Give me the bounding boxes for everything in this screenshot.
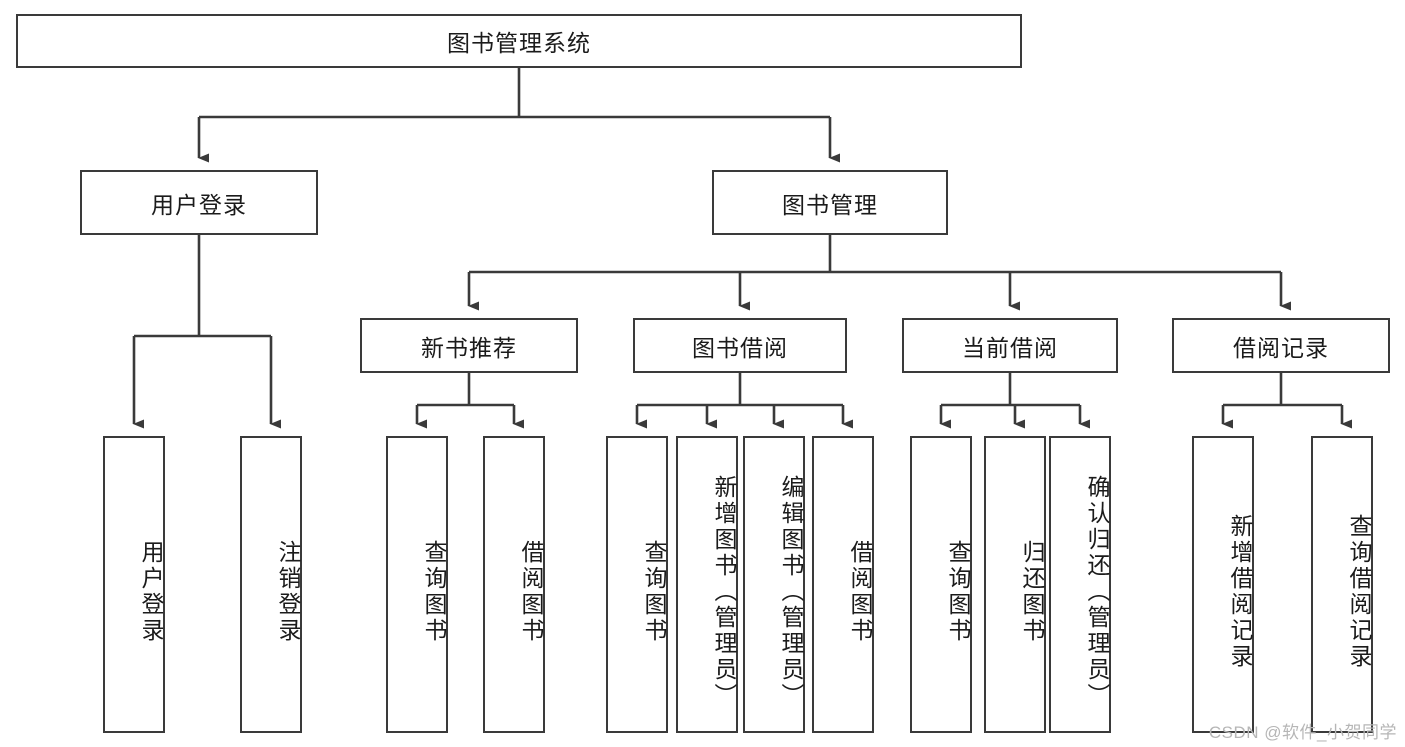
leaf-return-book-label: 归还图书 xyxy=(1019,539,1045,644)
leaf-query-book-1[interactable]: 查询图书 xyxy=(386,436,448,733)
leaf-add-record-label: 新增借阅记录 xyxy=(1227,513,1253,670)
node-book-manage-label: 图书管理 xyxy=(782,191,878,218)
node-book-borrow[interactable]: 图书借阅 xyxy=(633,318,847,373)
edges-newbook-to-leaves xyxy=(415,373,524,429)
node-user-login[interactable]: 用户登录 xyxy=(80,170,318,235)
leaf-query-record-label: 查询借阅记录 xyxy=(1346,513,1372,670)
leaf-query-book-3[interactable]: 查询图书 xyxy=(910,436,972,733)
node-new-book-recommend[interactable]: 新书推荐 xyxy=(360,318,578,373)
leaf-logout-label: 注销登录 xyxy=(275,539,301,644)
leaf-add-record[interactable]: 新增借阅记录 xyxy=(1192,436,1254,733)
leaf-borrow-book-1[interactable]: 借阅图书 xyxy=(483,436,545,733)
node-root[interactable]: 图书管理系统 xyxy=(16,14,1022,68)
leaf-query-record[interactable]: 查询借阅记录 xyxy=(1311,436,1373,733)
leaf-add-book-label: 新增图书（管理员） xyxy=(711,474,737,709)
leaf-confirm-return-label: 确认归还（管理员） xyxy=(1084,474,1110,709)
node-borrow-record[interactable]: 借阅记录 xyxy=(1172,318,1390,373)
leaf-query-book-2-label: 查询图书 xyxy=(641,539,667,644)
csdn-watermark: CSDN @软件_小贺同学 xyxy=(1208,723,1397,742)
node-root-label: 图书管理系统 xyxy=(447,30,591,56)
leaf-logout[interactable]: 注销登录 xyxy=(240,436,302,733)
node-current-borrow[interactable]: 当前借阅 xyxy=(902,318,1118,373)
leaf-add-book[interactable]: 新增图书（管理员） xyxy=(676,436,738,733)
edges-userlogin-to-leaves xyxy=(132,235,281,429)
leaf-query-book-2[interactable]: 查询图书 xyxy=(606,436,668,733)
leaf-edit-book[interactable]: 编辑图书（管理员） xyxy=(743,436,805,733)
node-book-borrow-label: 图书借阅 xyxy=(692,334,788,361)
leaf-borrow-book-1-label: 借阅图书 xyxy=(518,539,544,644)
leaf-query-book-1-label: 查询图书 xyxy=(421,539,447,644)
leaf-user-login-label: 用户登录 xyxy=(138,539,164,644)
node-user-login-label: 用户登录 xyxy=(151,191,247,218)
edges-bookmanage-to-level3 xyxy=(467,235,1291,311)
node-borrow-record-label: 借阅记录 xyxy=(1233,334,1329,361)
leaf-confirm-return[interactable]: 确认归还（管理员） xyxy=(1049,436,1111,733)
leaf-user-login[interactable]: 用户登录 xyxy=(103,436,165,733)
leaf-query-book-3-label: 查询图书 xyxy=(945,539,971,644)
edges-bookborrow-to-leaves xyxy=(635,373,853,429)
leaf-return-book[interactable]: 归还图书 xyxy=(984,436,1046,733)
node-new-book-recommend-label: 新书推荐 xyxy=(421,334,517,361)
edges-currentborrow-to-leaves xyxy=(939,373,1090,429)
node-book-manage[interactable]: 图书管理 xyxy=(712,170,948,235)
leaf-borrow-book-2[interactable]: 借阅图书 xyxy=(812,436,874,733)
leaf-edit-book-label: 编辑图书（管理员） xyxy=(778,474,804,709)
leaf-borrow-book-2-label: 借阅图书 xyxy=(847,539,873,644)
edges-root-to-level2 xyxy=(197,68,840,163)
node-current-borrow-label: 当前借阅 xyxy=(962,334,1058,361)
edges-borrowrecord-to-leaves xyxy=(1221,373,1352,429)
